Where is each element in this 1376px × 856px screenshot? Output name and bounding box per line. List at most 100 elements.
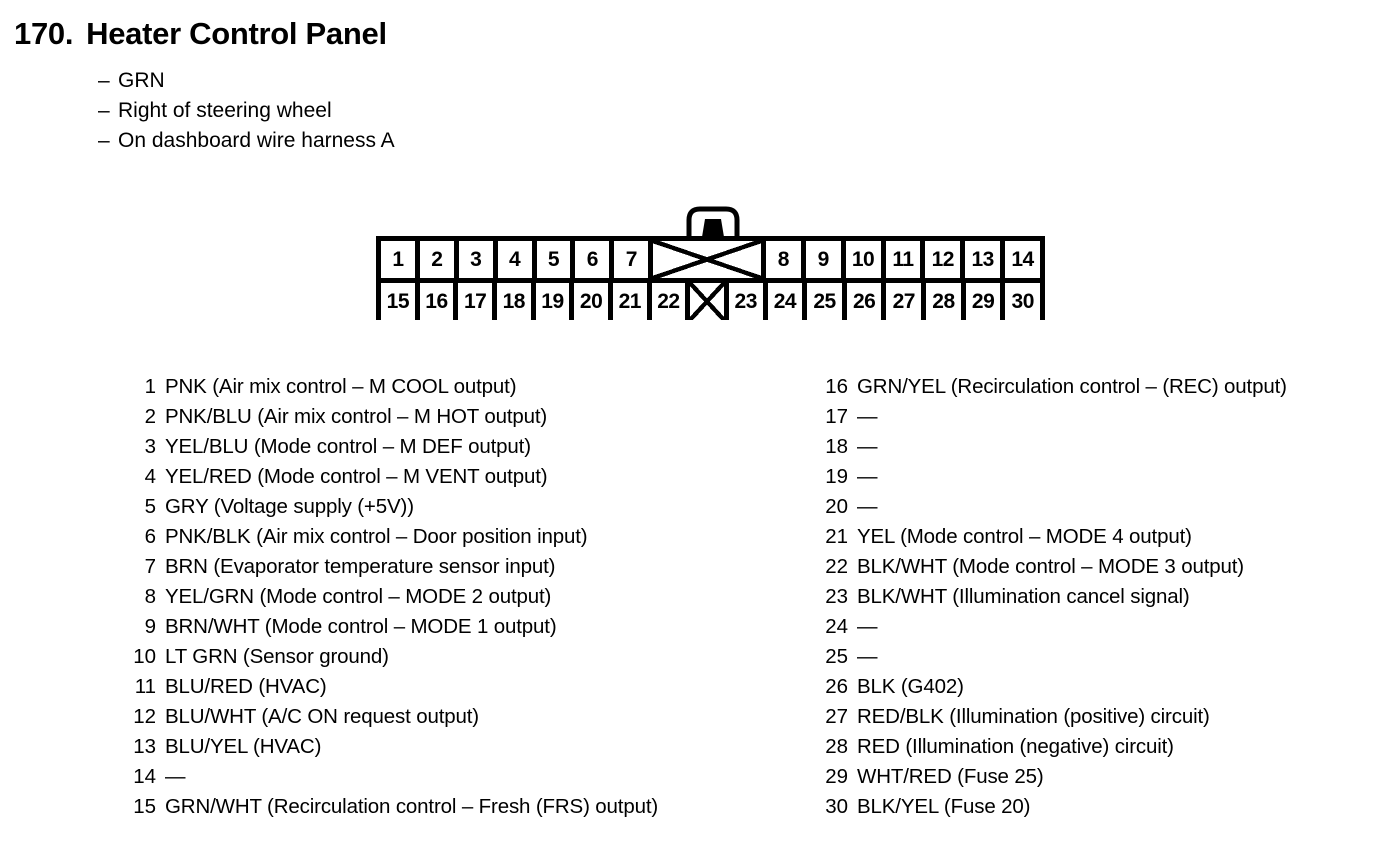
connector-attribute-row: – Right of steering wheel xyxy=(98,96,395,126)
page-title: 170.Heater Control Panel xyxy=(14,16,387,52)
pin-number: 29 xyxy=(825,765,848,788)
connector-pin-cell[interactable]: 16 xyxy=(419,283,454,320)
connector-attribute-row: – GRN xyxy=(98,66,395,96)
pin-description: — xyxy=(857,465,878,488)
pin-row: 19 — xyxy=(818,462,1287,492)
connector-pin-cell[interactable]: 14 xyxy=(1005,241,1040,278)
pin-description: — xyxy=(857,615,878,638)
dash-bullet-icon: – xyxy=(98,69,110,92)
pin-number: 24 xyxy=(825,615,848,638)
pin-number: 19 xyxy=(825,465,848,488)
connector-attribute-label: Right of steering wheel xyxy=(118,99,332,122)
connector-blocked-cell-icon xyxy=(690,283,724,320)
pin-description: — xyxy=(857,405,878,428)
pin-row: 14— xyxy=(126,762,658,792)
pin-description: GRN/YEL (Recirculation control – (REC) o… xyxy=(857,375,1287,398)
connector-pin-cell[interactable]: 2 xyxy=(419,241,454,278)
pin-description: — xyxy=(857,495,878,518)
page-title-text: Heater Control Panel xyxy=(86,16,387,51)
pin-row: 30 BLK/YEL (Fuse 20) xyxy=(818,792,1287,822)
pin-description: — xyxy=(857,435,878,458)
connector-pin-cell[interactable]: 20 xyxy=(574,283,608,320)
pin-description: PNK (Air mix control – M COOL output) xyxy=(165,375,517,398)
connector-pin-cell[interactable]: 9 xyxy=(805,241,841,278)
pin-number: 2 xyxy=(144,405,156,428)
connector-attribute-label: On dashboard wire harness A xyxy=(118,129,395,152)
pin-number: 20 xyxy=(825,495,848,518)
pin-row: 6 PNK/BLK (Air mix control – Door positio… xyxy=(126,522,658,552)
connector-pin-cell[interactable]: 11 xyxy=(885,241,921,278)
connector-pin-cell[interactable]: 5 xyxy=(536,241,571,278)
connector-pin-cell[interactable]: 3 xyxy=(458,241,493,278)
connector-pin-cell[interactable]: 29 xyxy=(965,283,1001,320)
pin-number: 16 xyxy=(825,375,848,398)
connector-pin-cell[interactable]: 19 xyxy=(535,283,570,320)
connector-pin-cell[interactable]: 6 xyxy=(575,241,610,278)
pin-description: BRN (Evaporator temperature sensor input… xyxy=(165,555,556,578)
connector-latch-tab-icon xyxy=(678,204,748,238)
connector-pin-cell[interactable]: 18 xyxy=(496,283,531,320)
pin-description: WHT/RED (Fuse 25) xyxy=(857,765,1044,788)
pin-number: 23 xyxy=(825,585,848,608)
connector-pin-cell[interactable]: 26 xyxy=(846,283,882,320)
connector-pin-cell[interactable]: 4 xyxy=(497,241,532,278)
connector-pin-cell[interactable]: 8 xyxy=(765,241,801,278)
connector-pin-cell[interactable]: 15 xyxy=(381,283,415,320)
pin-description: BRN/WHT (Mode control – MODE 1 output) xyxy=(165,615,557,638)
connector-pin-cell[interactable]: 12 xyxy=(925,241,961,278)
pin-number: 13 xyxy=(133,735,156,758)
pin-description: RED/BLK (Illumination (positive) circuit… xyxy=(857,705,1210,728)
pin-number: 17 xyxy=(825,405,848,428)
pin-description: BLK/WHT (Mode control – MODE 3 output) xyxy=(857,555,1244,578)
pin-description: GRY (Voltage supply (+5V)) xyxy=(165,495,414,518)
pin-number: 18 xyxy=(825,435,848,458)
connector-pin-cell[interactable]: 24 xyxy=(767,283,803,320)
pin-description: GRN/WHT (Recirculation control – Fresh (… xyxy=(165,795,659,818)
pin-description: BLU/YEL (HVAC) xyxy=(165,735,322,758)
connector-pinout-diagram: 1 2 3 4 5 6 7 8 9 10 11 12 13 14 15 16 1… xyxy=(376,236,1045,320)
connector-pin-cell[interactable]: 10 xyxy=(845,241,881,278)
pin-description: BLU/WHT (A/C ON request output) xyxy=(165,705,479,728)
pin-number: 10 xyxy=(133,645,156,668)
connector-pin-cell[interactable]: 17 xyxy=(458,283,492,320)
connector-pin-cell[interactable]: 22 xyxy=(651,283,686,320)
connector-pin-cell[interactable]: 28 xyxy=(926,283,961,320)
pin-description: YEL/RED (Mode control – M VENT output) xyxy=(165,465,548,488)
pin-number: 3 xyxy=(144,435,156,458)
connector-pin-cell[interactable]: 1 xyxy=(381,241,415,278)
pin-number: 6 xyxy=(144,525,156,548)
connector-pin-cell[interactable]: 27 xyxy=(886,283,922,320)
pin-number: 30 xyxy=(825,795,848,818)
pin-description-list-right: 16 GRN/YEL (Recirculation control – (REC)… xyxy=(818,372,1287,822)
connector-pin-cell[interactable]: 21 xyxy=(612,283,647,320)
pin-description: BLK (G402) xyxy=(857,675,964,698)
pin-number: 25 xyxy=(825,645,848,668)
connector-pin-cell[interactable]: 23 xyxy=(728,283,763,320)
pin-row: 7 BRN (Evaporator temperature sensor inpu… xyxy=(126,552,658,582)
pin-description: BLK/YEL (Fuse 20) xyxy=(857,795,1031,818)
pin-description: — xyxy=(165,765,186,788)
pin-description: PNK/BLK (Air mix control – Door position… xyxy=(165,525,588,548)
connector-pin-cell[interactable]: 7 xyxy=(614,241,649,278)
pin-row: 29 WHT/RED (Fuse 25) xyxy=(818,762,1287,792)
connector-pin-cell[interactable]: 30 xyxy=(1005,283,1041,320)
pin-number: 7 xyxy=(144,555,156,578)
connector-row-top: 1 2 3 4 5 6 7 8 9 10 11 12 13 14 xyxy=(381,241,1040,278)
dash-bullet-icon: – xyxy=(98,129,110,152)
pin-description: YEL/BLU (Mode control – M DEF output) xyxy=(165,435,531,458)
connector-pin-cell[interactable]: 13 xyxy=(965,241,1001,278)
connector-pin-cell[interactable]: 25 xyxy=(807,283,842,320)
